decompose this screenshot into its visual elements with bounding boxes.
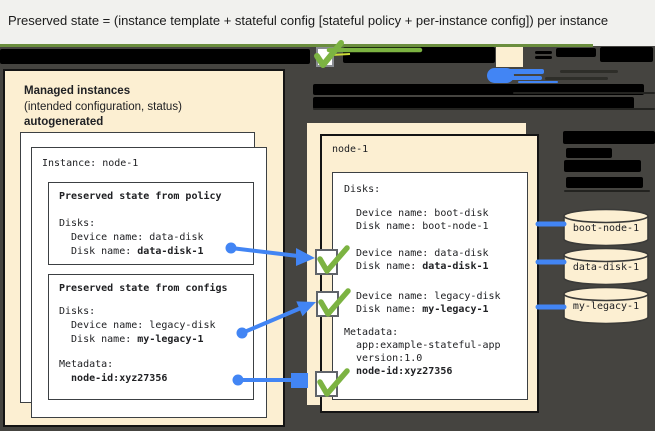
- redacted-bar: [560, 70, 618, 73]
- arrowhead-icon: [291, 373, 308, 388]
- disk-cylinder-boot: boot-node-1: [563, 208, 649, 248]
- legacy-disk-value: my-legacy-1: [422, 304, 489, 315]
- cylinder-icon: [563, 247, 649, 286]
- configs-metadata-value: node-id:xyz27356: [59, 373, 168, 384]
- instance-title: Instance: node-1: [42, 158, 139, 169]
- data-disk-value: data-disk-1: [422, 261, 489, 272]
- configs-disk-line: Disk name: my-legacy-1: [59, 334, 204, 345]
- node-metadata-label: Metadata:: [344, 327, 399, 338]
- node-disks-label: Disks:: [344, 184, 381, 195]
- green-divider-line: [0, 44, 593, 47]
- title-band: [0, 0, 655, 46]
- cylinder-icon: [563, 286, 649, 325]
- boot-device-line: Device name: boot-disk: [344, 208, 489, 219]
- disk-label: my-legacy-1: [572, 301, 640, 312]
- configs-state-box: Preserved state from configs Disks: Devi…: [48, 274, 254, 400]
- cream-swatch: [496, 47, 523, 67]
- checkbox-data-disk: [315, 249, 338, 275]
- node-metadata-app: app:example-stateful-app: [344, 340, 501, 351]
- policy-disk-line: Disk name: data-disk-1: [59, 246, 204, 257]
- configs-metadata-label: Metadata:: [59, 359, 114, 370]
- configs-device-line: Device name: legacy-disk: [59, 320, 216, 331]
- checkbox-top: [316, 47, 334, 67]
- panel-label-line1: Managed instances: [24, 85, 131, 97]
- redacted-bar: [556, 48, 596, 57]
- panel-label: Managed instances (intended configuratio…: [24, 84, 182, 131]
- policy-device-line: Device name: data-disk: [59, 232, 204, 243]
- data-device-line: Device name: data-disk: [344, 248, 489, 259]
- redacted-bar: [600, 47, 653, 62]
- data-disk-line: Disk name: data-disk-1: [344, 261, 489, 272]
- cylinder-icon: [563, 208, 649, 247]
- policy-box-title: Preserved state from policy: [59, 191, 222, 202]
- redacted-bar: [0, 49, 310, 64]
- node-metadata-node-id: node-id:xyz27356: [344, 366, 453, 377]
- boot-disk-line: Disk name: boot-node-1: [344, 221, 489, 232]
- disk-cylinder-data: data-disk-1: [563, 247, 649, 287]
- checkbox-legacy-disk: [316, 291, 339, 317]
- managed-instances-panel: Managed instances (intended configuratio…: [3, 69, 285, 427]
- redacted-bar: [545, 77, 608, 80]
- redacted-bar: [563, 131, 655, 144]
- policy-disk-value: data-disk-1: [137, 246, 204, 257]
- configs-disk-value: my-legacy-1: [137, 334, 204, 345]
- disk-cylinder-legacy: my-legacy-1: [563, 286, 649, 326]
- policy-disks-label: Disks:: [59, 218, 96, 229]
- blue-scribble: [508, 69, 544, 74]
- redacted-bar: [313, 97, 634, 109]
- configs-box-title: Preserved state from configs: [59, 283, 228, 294]
- node-state-box: Disks: Device name: boot-disk Disk name:…: [332, 172, 528, 400]
- instance-card-front: Instance: node-1 Preserved state from po…: [31, 147, 267, 418]
- configs-disks-label: Disks:: [59, 306, 96, 317]
- diagram-title: Preserved state = (instance template + s…: [8, 13, 609, 28]
- disk-label: boot-node-1: [572, 223, 640, 234]
- checkbox-node-id: [315, 371, 338, 397]
- blue-scribble: [487, 68, 514, 83]
- blue-scribble: [511, 76, 542, 80]
- redacted-bar: [313, 108, 655, 110]
- equals-mark: [535, 56, 552, 59]
- redacted-bar: [566, 177, 643, 188]
- redacted-bar: [564, 160, 641, 172]
- disk-label: data-disk-1: [572, 262, 640, 273]
- redacted-bar: [513, 92, 655, 94]
- redacted-bar: [313, 84, 644, 95]
- node-card-front: node-1 Disks: Device name: boot-disk Dis…: [320, 134, 539, 413]
- node-metadata-version: version:1.0: [344, 353, 423, 364]
- panel-label-line2: (intended configuration, status): [24, 100, 182, 113]
- equals-mark: [535, 51, 552, 54]
- legacy-disk-line: Disk name: my-legacy-1: [344, 304, 489, 315]
- policy-state-box: Preserved state from policy Disks: Devic…: [48, 182, 254, 265]
- redacted-bar: [566, 148, 612, 158]
- blue-scribble: [518, 81, 558, 83]
- legacy-device-line: Device name: legacy-disk: [344, 291, 501, 302]
- redacted-bar: [343, 47, 495, 63]
- redacted-bar: [564, 190, 650, 192]
- node-title: node-1: [332, 144, 369, 155]
- panel-label-line3: autogenerated: [24, 116, 104, 128]
